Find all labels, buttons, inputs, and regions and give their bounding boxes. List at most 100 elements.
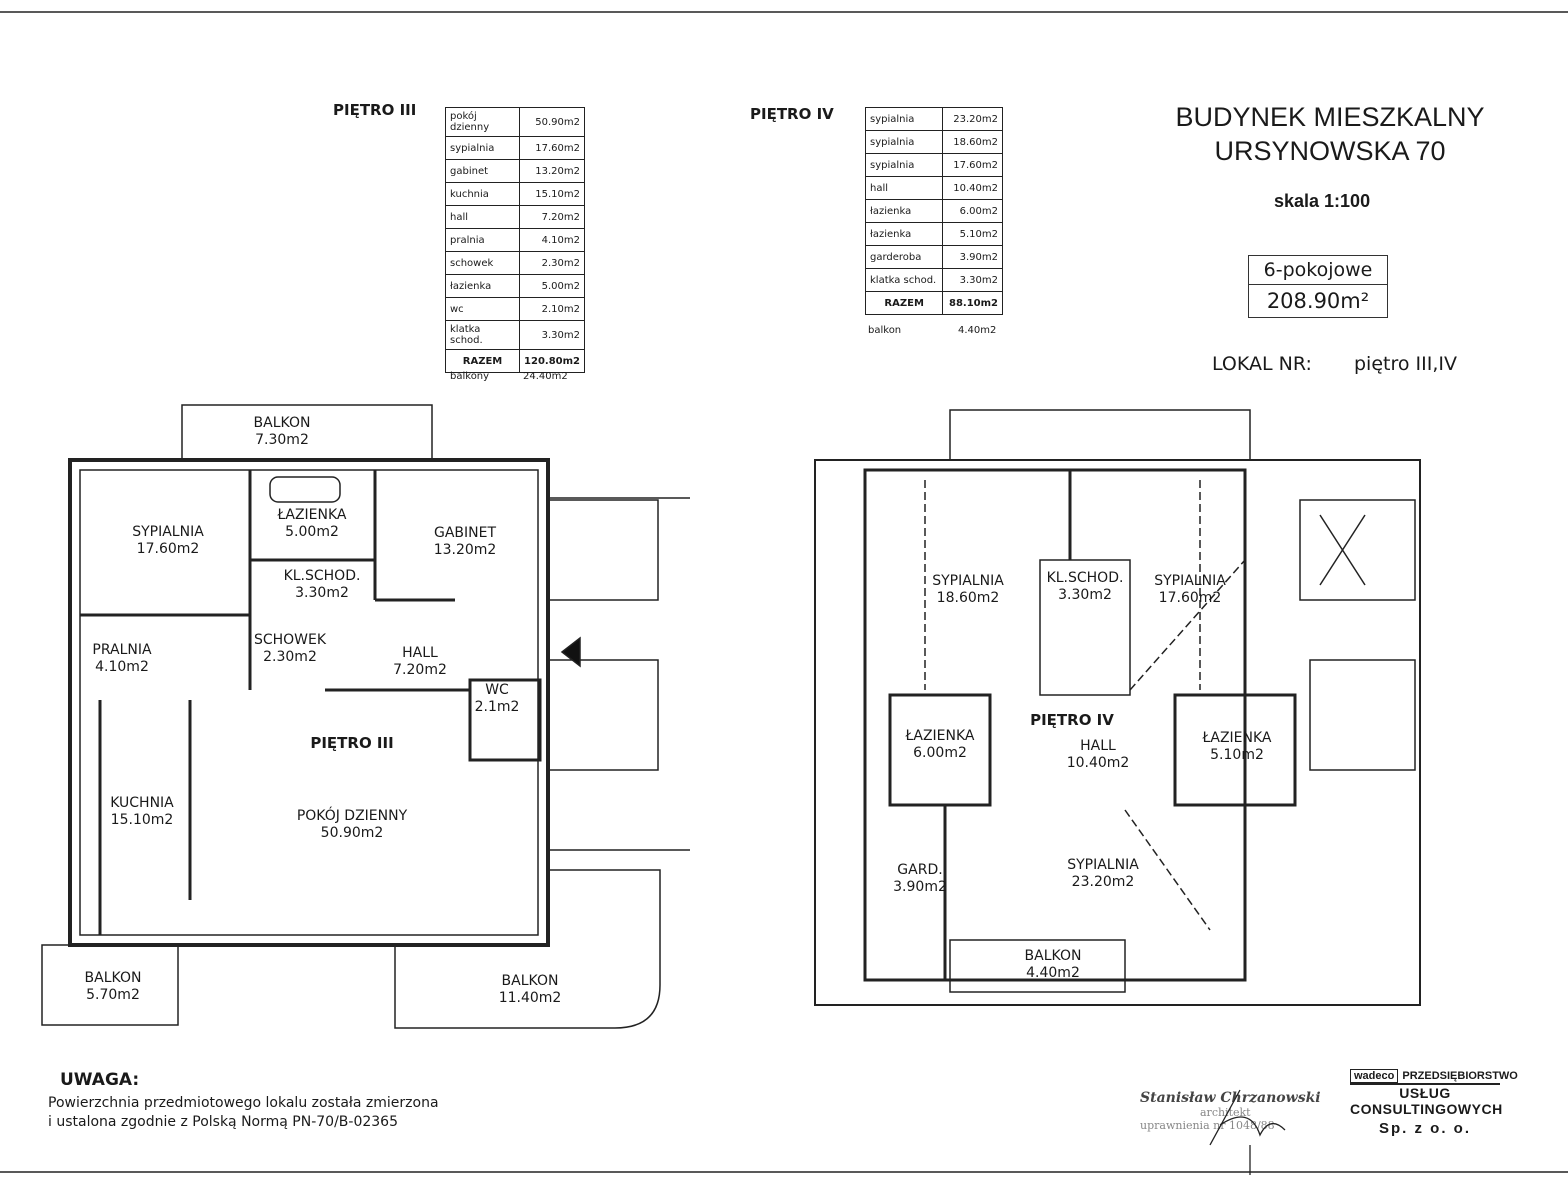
room-name: klatka schod. (864, 268, 944, 292)
room-name: kuchnia (444, 182, 521, 206)
note-text: Powierzchnia przedmiotowego lokalu zosta… (48, 1094, 439, 1132)
room-name: schowek (444, 251, 521, 275)
room-label-name: SCHOWEK (253, 632, 327, 648)
architect-stamp: Stanisław Chrzanowski architekt uprawnie… (1140, 1089, 1321, 1175)
room-label-name: WC (485, 682, 509, 698)
room-area: 10.40m2 (942, 176, 1003, 200)
table-row: klatka schod.3.30m2 (864, 268, 1003, 292)
room-label-name: GABINET (433, 525, 497, 541)
room-label-area: 7.20m2 (393, 662, 447, 678)
room-area: 2.30m2 (519, 251, 585, 275)
room-label-area: 18.60m2 (936, 590, 1000, 606)
room-label-area: 3.90m2 (893, 879, 947, 895)
floor4-table-heading: PIĘTRO IV (750, 105, 834, 123)
room-label-area: 50.90m2 (320, 825, 384, 841)
room-area: 4.10m2 (519, 228, 585, 252)
room-label-area: 3.30m2 (1058, 587, 1112, 603)
floor4-plan-label: PIĘTRO IV (1030, 711, 1114, 729)
company-line3: Sp. z o. o. (1379, 1120, 1471, 1137)
room-label-area: 6.00m2 (913, 745, 967, 761)
room-label-area: 7.30m2 (255, 432, 309, 448)
room-area: 88.10m2 (942, 291, 1003, 315)
room-area: 17.60m2 (519, 136, 585, 160)
room-name: sypialnia (864, 130, 944, 154)
room-name: klatka schod. (444, 320, 521, 350)
note-line1: Powierzchnia przedmiotowego lokalu zosta… (48, 1095, 439, 1111)
room-label: KL.SCHOD.3.30m2 (1047, 570, 1124, 604)
unit-area: 208.90m² (1266, 289, 1370, 313)
room-label: GARD.3.90m2 (893, 862, 947, 896)
room-label-name: ŁAZIENKA (905, 728, 975, 744)
room-label-name: BALKON (1024, 948, 1082, 964)
room-label-name: BALKON (501, 973, 559, 989)
room-label-name: BALKON (253, 415, 311, 431)
room-label-name: HALL (1080, 738, 1116, 754)
room-label-area: 2.1m2 (474, 699, 520, 715)
room-label-name: HALL (402, 645, 438, 661)
room-name: RAZEM (444, 349, 521, 373)
room-name: łazienka (864, 222, 944, 246)
note-heading: UWAGA: (60, 1070, 140, 1090)
title-line2: URSYNOWSKA 70 (1214, 136, 1446, 166)
room-name: sypialnia (444, 136, 521, 160)
room-label-name: BALKON (84, 970, 142, 986)
room-name: garderoba (864, 245, 944, 269)
scale-label: skala 1:100 (1274, 191, 1371, 211)
room-name: sypialnia (864, 153, 944, 177)
room-label-name: KUCHNIA (110, 795, 174, 811)
room-label-name: SYPIALNIA (932, 573, 1004, 589)
room-label-area: 5.00m2 (285, 524, 339, 540)
floor3-table-heading: PIĘTRO III (333, 101, 417, 119)
room-area: 5.10m2 (942, 222, 1003, 246)
room-label-name: POKÓJ DZIENNY (296, 808, 408, 824)
architect-license: uprawnienia nr 1048/88 (1140, 1119, 1275, 1132)
room-name: pralnia (444, 228, 521, 252)
room-area: 18.60m2 (942, 130, 1003, 154)
company-logo: wadeco (1350, 1069, 1399, 1083)
room-label-name: PRALNIA (92, 642, 152, 658)
building-title: BUDYNEK MIESZKALNY URSYNOWSKA 70 (1140, 100, 1520, 168)
room-name: hall (444, 205, 521, 229)
note-line2: i ustalona zgodnie z Polską Normą PN-70/… (48, 1114, 398, 1130)
room-label-name: SYPIALNIA (132, 524, 204, 540)
room-name: sypialnia (864, 107, 944, 131)
room-name: łazienka (444, 274, 521, 298)
room-area: 6.00m2 (942, 199, 1003, 223)
room-label-name: ŁAZIENKA (1202, 730, 1272, 746)
floor3-balcony-area: 24.40m2 (523, 371, 568, 382)
room-label-name: SYPIALNIA (1067, 857, 1139, 873)
room-area: 15.10m2 (519, 182, 585, 206)
company-line2: USŁUG CONSULTINGOWYCH (1350, 1085, 1503, 1117)
room-label-area: 4.40m2 (1026, 965, 1080, 981)
room-label-name: ŁAZIENKA (277, 507, 347, 523)
room-name: hall (864, 176, 944, 200)
room-label: KL.SCHOD.3.30m2 (284, 568, 361, 602)
